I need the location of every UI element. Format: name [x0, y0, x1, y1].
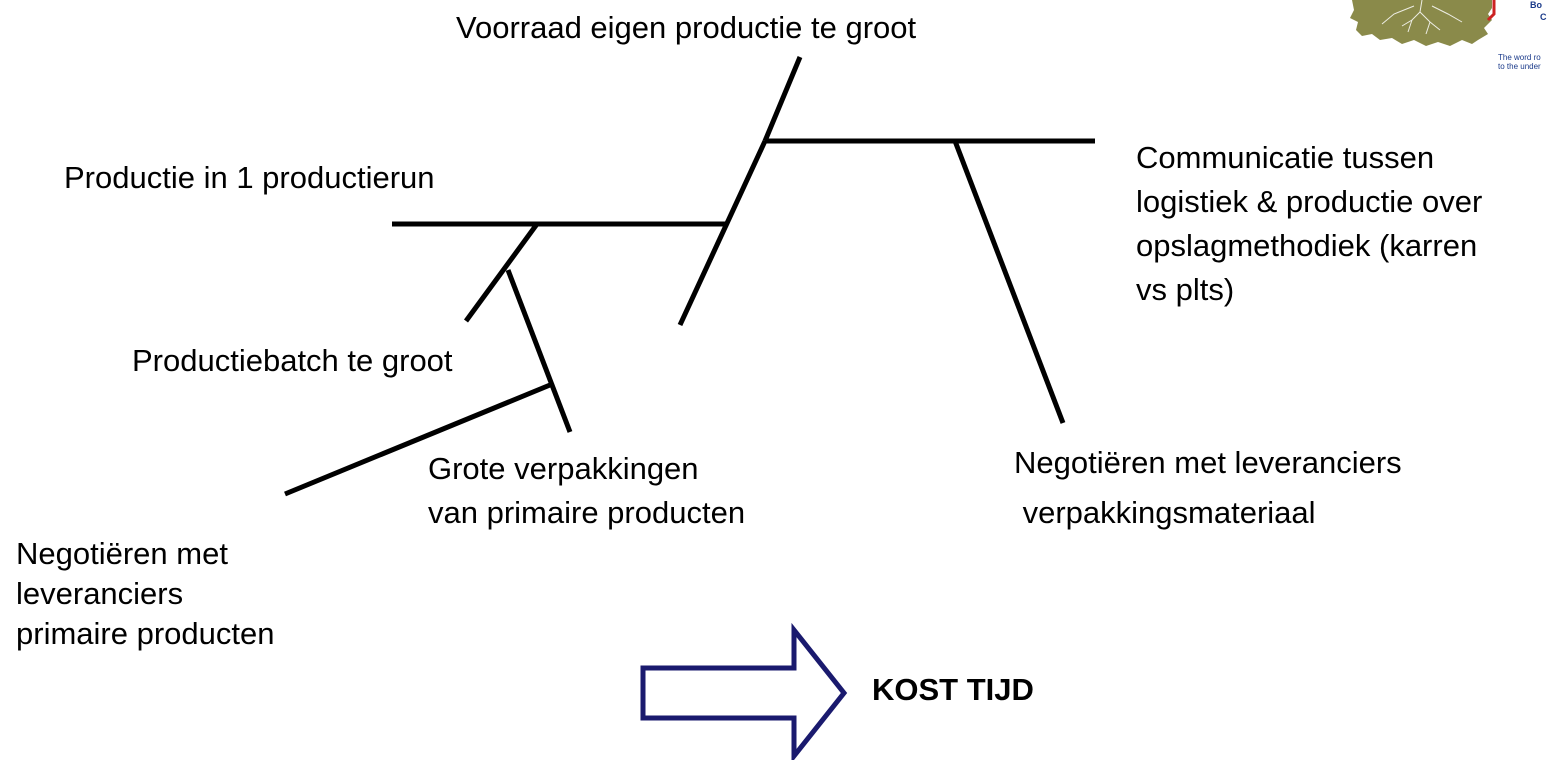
logo-caption-line1: The word ro: [1498, 53, 1541, 62]
branch-batch: [463, 222, 540, 323]
label-grote-line: Grote verpakkingen: [428, 451, 699, 486]
label-voorraad: Voorraad eigen productie te groot: [456, 10, 917, 45]
branch-negotieren-primair: [284, 382, 551, 497]
label-communicatie-line: vs plts): [1136, 272, 1235, 307]
kost-tijd-arrow: [640, 622, 848, 760]
label-negotieren-verpakking: Negotiëren met leveranciers verpakkingsm…: [1014, 438, 1402, 538]
spine-lower: [677, 139, 768, 327]
label-productierun: Productie in 1 productierun: [64, 160, 435, 195]
label-communicatie: Communicatie tussen logistiek & producti…: [1136, 136, 1482, 312]
branch-grote-verpakkingen: [505, 269, 573, 433]
label-negotieren-primair: Negotiëren met leveranciers primaire pro…: [16, 534, 274, 654]
svg-text:Bo: Bo: [1530, 0, 1542, 10]
label-kost-tijd: KOST TIJD: [872, 672, 1034, 707]
label-negv-line: Negotiëren met leveranciers: [1014, 445, 1402, 480]
label-negp-line: leveranciers: [16, 576, 184, 611]
branch-negotieren-verpakking: [952, 140, 1066, 424]
tree-roots-icon: Bo C The word ro to the under: [1350, 0, 1547, 71]
label-communicatie-line: Communicatie tussen: [1136, 140, 1435, 175]
spine-upper: [762, 56, 803, 142]
label-grote-line: van primaire producten: [428, 495, 746, 530]
label-negp-line: primaire producten: [16, 616, 275, 651]
label-negp-line: Negotiëren met: [16, 536, 228, 571]
label-productiebatch: Productiebatch te groot: [132, 343, 453, 378]
label-grote-verpakkingen: Grote verpakkingen van primaire producte…: [428, 447, 745, 535]
label-communicatie-line: opslagmethodiek (karren: [1136, 228, 1478, 263]
svg-text:C: C: [1540, 12, 1547, 22]
company-logo: Bo C The word ro to the under: [1322, 0, 1555, 90]
label-communicatie-line: logistiek & productie over: [1136, 184, 1483, 219]
label-negv-line: verpakkingsmateriaal: [1014, 495, 1316, 530]
logo-caption-line2: to the under: [1498, 62, 1541, 71]
